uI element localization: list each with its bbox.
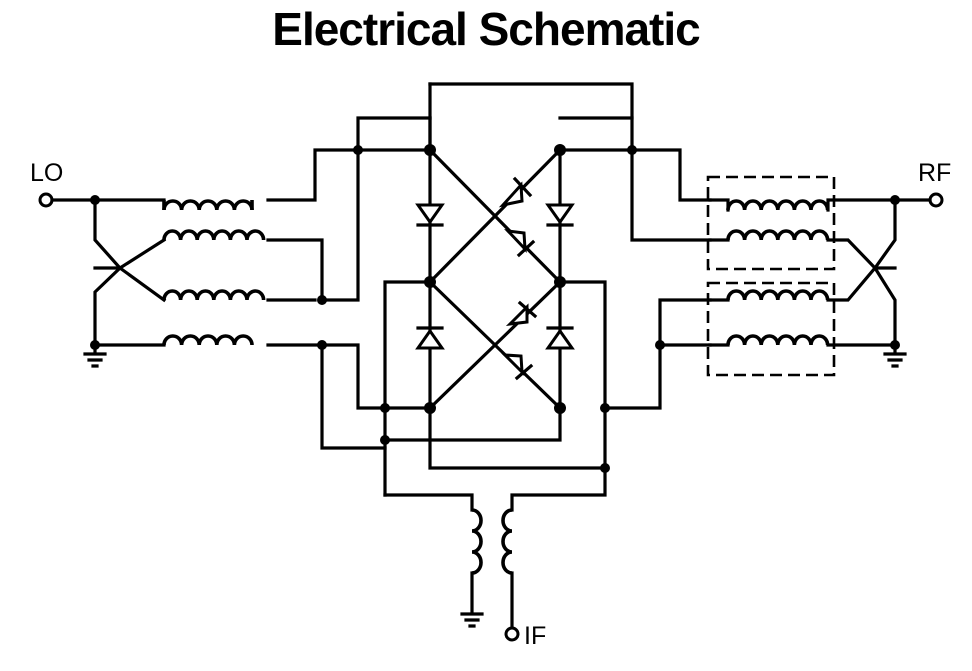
if-ground-icon [460,612,484,628]
rf-label: RF [918,159,951,187]
rf-wiring [708,198,932,347]
lo-wiring [50,116,432,450]
lo-label: LO [30,159,63,187]
page-title: Electrical Schematic [272,3,700,55]
rf-shield-box [706,175,836,377]
lo-port: LO [30,159,63,208]
if-transformer [470,508,514,575]
if-label: IF [524,622,546,650]
lo-transformer [162,199,266,347]
if-port: IF [504,622,546,650]
if-wiring [470,571,514,628]
rf-transformer [726,199,830,347]
diode-icon [415,176,575,381]
